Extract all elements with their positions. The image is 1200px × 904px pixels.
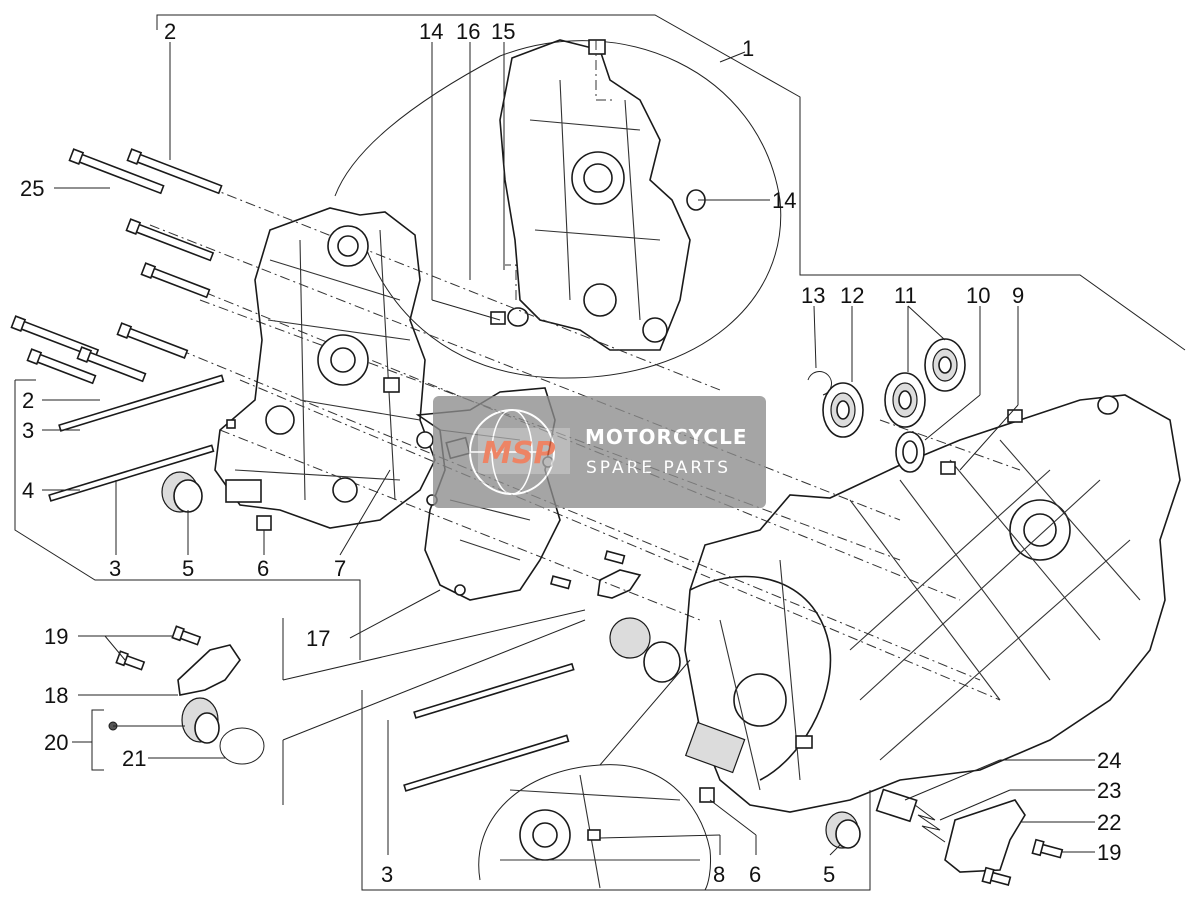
callout-13: 13 [801,283,825,308]
callout-1: 1 [742,36,754,61]
callout-20: 20 [44,730,68,755]
callout-11: 11 [894,283,917,308]
left-crankcase-half [214,207,436,529]
callout-16: 16 [456,19,480,44]
callout-18: 18 [44,683,68,708]
callout-10: 10 [966,283,990,308]
callout-5-bottom: 5 [823,862,835,887]
left-cover-parts [108,625,265,765]
callout-14-top: 14 [419,19,443,44]
callout-21: 21 [122,746,146,771]
callout-23: 23 [1097,778,1121,803]
callout-5-left: 5 [182,556,194,581]
callout-3-under: 3 [109,556,121,581]
watermark: MSP MOTORCYCLE SPARE PARTS [433,396,766,508]
long-bolts [10,148,223,385]
watermark-panel [433,396,766,508]
alignment-dash-lines [149,179,1021,701]
callout-19-right: 19 [1097,840,1121,865]
watermark-logo: MSP [482,436,555,471]
callout-25: 25 [20,176,44,201]
assembly-frame-lines [14,14,1186,891]
callout-17: 17 [306,626,330,651]
watermark-brand-line1: MOTORCYCLE [585,425,747,449]
callout-6-bottom: 6 [749,862,761,887]
bearings-and-seals [807,338,1023,475]
callout-7: 7 [334,556,346,581]
callout-6-left: 6 [257,556,269,581]
callout-12: 12 [840,283,864,308]
callout-labels: 2 14 16 15 1 25 14 13 12 11 10 9 2 3 4 3… [20,19,1121,887]
callout-4: 4 [22,478,34,503]
right-crankcase-half [684,394,1181,813]
leader-lines [42,42,1095,856]
callout-14-right: 14 [772,188,796,213]
inset-detail-bottom [478,659,711,891]
callout-15: 15 [491,19,515,44]
callout-3-left: 3 [22,418,34,443]
center-cover-parts [549,550,681,683]
bushing-and-nut-left [161,419,272,531]
callout-22: 22 [1097,810,1121,835]
callout-3-bottom: 3 [381,862,393,887]
inset-detail-top [334,39,782,379]
callout-2-left: 2 [22,388,34,413]
callout-2-top: 2 [164,19,176,44]
callout-24: 24 [1097,748,1121,773]
callout-8: 8 [713,862,725,887]
bottom-right-parts [699,787,1064,887]
watermark-brand-line2: SPARE PARTS [586,458,731,478]
stud-rods [48,374,575,792]
callout-9: 9 [1012,283,1024,308]
callout-19-left: 19 [44,624,68,649]
